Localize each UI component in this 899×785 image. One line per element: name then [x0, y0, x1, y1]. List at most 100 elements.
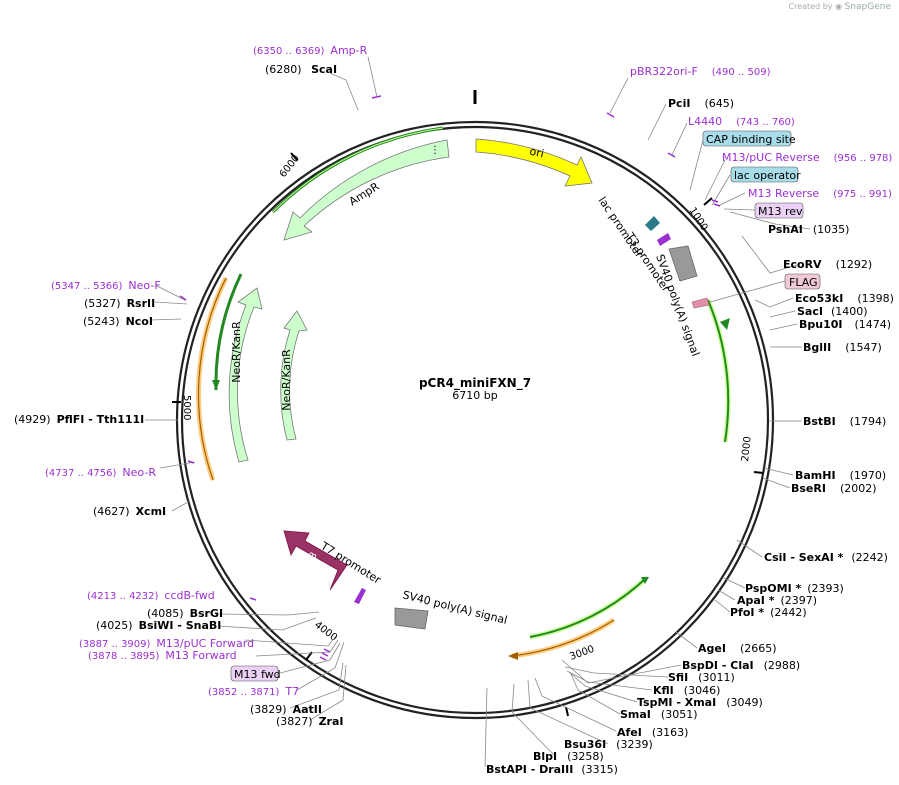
connector-lines	[145, 56, 811, 768]
site-bstapi-draiii[interactable]: BstAPI - DraIII(3315)	[486, 763, 618, 776]
primer-neo-r[interactable]: (4737 .. 4756)Neo-R	[45, 466, 156, 479]
bottom-orange-orf-arrowhead	[508, 652, 518, 660]
cap-binding-label: CAP binding site	[706, 133, 796, 146]
right-orf-arrowhead	[720, 318, 730, 330]
backbone-inner-ring	[180, 125, 770, 715]
primer-t7[interactable]: (3852 .. 3871)T7	[208, 685, 299, 698]
primer-m13-forward[interactable]: (3878 .. 3895)M13 Forward	[88, 649, 237, 662]
site-bpu10i[interactable]: Bpu10I(1474)	[799, 318, 891, 331]
primer-amp-r[interactable]: (6350 .. 6369)Amp-R	[253, 44, 368, 57]
cap-site-mark[interactable]	[645, 216, 660, 231]
site-saci[interactable]: SacI(1400)	[797, 305, 868, 318]
sv40-top-feature[interactable]	[668, 245, 698, 282]
site-afei[interactable]: AfeI(3163)	[617, 726, 688, 739]
site-bamhi[interactable]: BamHI(1970)	[795, 469, 886, 482]
credit-brand: SnapGene	[844, 2, 891, 12]
neor-orange-track[interactable]	[196, 276, 229, 481]
primer-l4440[interactable]: L4440(743 .. 760)	[688, 115, 795, 128]
bottom-orange-orf-line	[511, 619, 615, 657]
site-bsrgi[interactable]: (4085)BsrGI	[147, 607, 223, 620]
site-scai[interactable]: (6280) ScaI	[265, 63, 337, 76]
tick-2000: 2000	[740, 436, 754, 462]
m13-fwd-box[interactable]	[230, 665, 279, 682]
site-bseri[interactable]: BseRI(2002)	[791, 482, 877, 495]
bottom-green-orf-glow	[529, 576, 648, 640]
backbone-outer-ring	[175, 120, 775, 720]
lac-operator-box[interactable]	[730, 166, 799, 183]
primer-m13-reverse[interactable]: M13 Reverse(975 .. 991)	[748, 187, 892, 200]
neor-orf[interactable]	[214, 273, 243, 391]
tick-mark-2000	[753, 471, 764, 474]
flag-label: FLAG	[789, 276, 818, 289]
tick-mark-6000	[290, 152, 298, 161]
site-pflfi-tth111i[interactable]: (4929)PflFI - Tth111I	[14, 413, 144, 426]
m13-rev-box[interactable]	[754, 202, 804, 219]
m13-rev-mark[interactable]	[657, 233, 671, 246]
tick-3000: 3000	[568, 644, 596, 663]
ccdb-label: ccdB	[298, 550, 320, 576]
t7-promoter-mark[interactable]	[354, 588, 366, 604]
site-tspmi-xmai[interactable]: TspMI - XmaI(3049)	[637, 696, 763, 709]
credit-prefix: Created by	[788, 2, 833, 11]
ccdb-feature[interactable]	[283, 530, 348, 591]
site-smai[interactable]: SmaI(3051)	[620, 708, 697, 721]
ori-label: ori	[528, 145, 545, 161]
tick-mark-1000	[703, 197, 713, 206]
primer-neo-f[interactable]: (5347 .. 5366)Neo-F	[51, 279, 161, 292]
site-apai[interactable]: ApaI *(2397)	[737, 594, 817, 607]
tick-6000: 6000	[278, 153, 302, 180]
site-bsiwi-snabi[interactable]: (4025)BsiWI - SnaBI	[96, 619, 221, 632]
site-pcii[interactable]: PciI(645)	[668, 97, 734, 110]
primer-pbr322ori-f[interactable]: pBR322ori-F(490 .. 509)	[630, 65, 771, 78]
site-xcmi[interactable]: (4627)XcmI	[93, 505, 166, 518]
right-orf[interactable]	[707, 299, 730, 443]
site-kfli[interactable]: KflI(3046)	[653, 684, 720, 697]
flag-box[interactable]	[784, 273, 821, 290]
site-blpi[interactable]: BlpI(3258)	[533, 750, 604, 763]
site-bsu36i[interactable]: Bsu36I(3239)	[564, 738, 653, 751]
snapgene-logo-icon: ◉	[835, 2, 843, 11]
ori-feature[interactable]	[475, 138, 593, 187]
site-rsrii[interactable]: (5327)RsrII	[84, 297, 155, 310]
tick-mark-3000	[565, 706, 569, 717]
snapgene-credit: Created by ◉ SnapGene	[789, 2, 892, 12]
site-bstbi[interactable]: BstBI(1794)	[803, 415, 886, 428]
site-csii-sexai[interactable]: CsiI - SexAI *(2242)	[764, 551, 888, 564]
bottom-orange-orf[interactable]	[511, 617, 616, 659]
ampr-dots: ⋮	[430, 145, 440, 156]
primer-ccdb-fwd[interactable]: (4213 .. 4232)ccdB-fwd	[87, 589, 215, 602]
site-agei[interactable]: AgeI(2665)	[698, 642, 777, 655]
site-ncoi[interactable]: (5243)NcoI	[83, 315, 153, 328]
neor-feature-inner[interactable]	[280, 310, 308, 441]
bottom-green-orf[interactable]	[529, 577, 647, 638]
site-pshai[interactable]: PshAI(1035)	[768, 223, 849, 236]
primer-m13-puc-reverse[interactable]: M13/pUC Reverse(956 .. 978)	[722, 151, 892, 164]
cap-binding-box[interactable]	[702, 130, 792, 147]
ampr-feature[interactable]	[283, 139, 450, 241]
site-aatii[interactable]: (3829)AatII	[250, 703, 322, 716]
primer-marks	[179, 95, 721, 661]
m13-rev-label: M13 rev	[758, 205, 803, 218]
site-eco53ki[interactable]: Eco53kI(1398)	[795, 292, 894, 305]
neor-orf-arrowhead	[212, 380, 220, 390]
site-pfoi[interactable]: PfoI *(2442)	[730, 606, 807, 619]
plasmid-size: 6710 bp	[452, 389, 497, 402]
ampr-orf-highlight	[272, 127, 444, 213]
site-zrai[interactable]: (3827)ZraI	[276, 715, 344, 728]
site-pspomi[interactable]: PspOMI *(2393)	[745, 582, 844, 595]
m13-fwd-label: M13 fwd	[234, 668, 281, 681]
site-bspdi-clai[interactable]: BspDI - ClaI(2988)	[682, 659, 800, 672]
site-ecorv[interactable]: EcoRV(1292)	[783, 258, 872, 271]
primer-m13-puc-forward[interactable]: (3887 .. 3909)M13/pUC Forward	[79, 637, 254, 650]
neor-feature-outer[interactable]	[228, 287, 263, 463]
site-bglii[interactable]: BglII(1547)	[803, 341, 882, 354]
neor-orange-track-line	[197, 277, 227, 481]
neor-label-outer: NeoR/KanR	[230, 321, 243, 383]
flag-mark[interactable]	[691, 297, 710, 309]
site-sfii[interactable]: SfiI(3011)	[668, 671, 735, 684]
sv40-bottom-feature[interactable]	[394, 607, 429, 630]
plasmid-name: pCR4_miniFXN_7	[419, 376, 531, 391]
bottom-green-orf-arrowhead	[641, 577, 649, 584]
